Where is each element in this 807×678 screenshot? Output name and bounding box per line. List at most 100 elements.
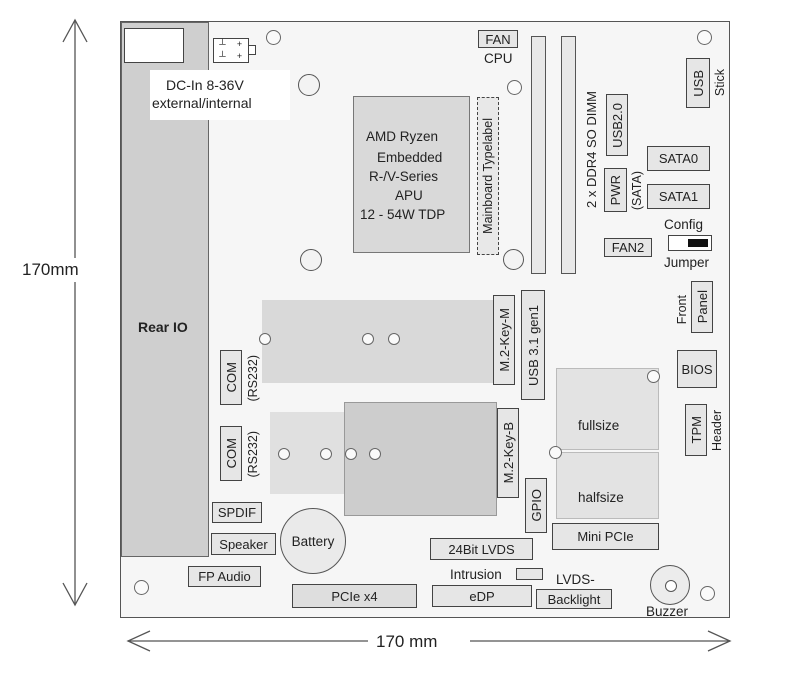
mounting-hole (388, 333, 400, 345)
mounting-hole (362, 333, 374, 345)
com2-text-box: (RS232) (243, 423, 263, 485)
battery-icon: Battery (280, 508, 346, 574)
ddr4-label: 2 x DDR4 SO DIMM (583, 91, 599, 209)
sata-power-sublabel: (SATA) (630, 171, 644, 211)
fp-audio-header: FP Audio (188, 566, 261, 587)
battery-label: Battery (291, 533, 335, 549)
tpm-label: TPM (688, 416, 704, 444)
com1-header: COM (220, 350, 242, 405)
power-pin-icon: ┴ (219, 50, 226, 61)
tpm-header: TPM (685, 404, 707, 456)
front-panel-header: Panel (691, 281, 713, 333)
dc-in-connector (124, 28, 184, 63)
power-pin-icon: ┴ (219, 39, 226, 49)
ddr4-label-box: 2 x DDR4 SO DIMM (580, 65, 602, 235)
jumper-cap-icon (688, 239, 708, 247)
apu-label-line5: 12 - 54W TDP (360, 207, 446, 222)
intrusion-label: Intrusion (450, 567, 502, 582)
front-panel-text-box: Front (673, 283, 691, 337)
com2-header: COM (220, 426, 242, 481)
mounting-hole (697, 30, 712, 45)
mainboard-typelabel: Mainboard Typelabel (477, 97, 499, 255)
mini-pcie-slot: Mini PCIe (552, 523, 659, 550)
config-jumper (668, 235, 712, 251)
com2-sublabel: (RS232) (246, 430, 260, 478)
front-panel-label: Front (675, 295, 689, 325)
width-dimension-label: 170 mm (376, 632, 438, 651)
power-pin-icon: + (236, 39, 243, 49)
sata-power-text-box: (SATA) (628, 164, 646, 218)
edp-connector: eDP (432, 585, 532, 607)
height-dimension-label: 170mm (22, 258, 79, 282)
ddr4-slot (531, 36, 546, 274)
apu-label-line4: APU (395, 188, 423, 203)
intrusion-header (516, 568, 543, 580)
m2-key-b-label: M.2-Key-B (500, 422, 516, 484)
usb20-label: USB2.0 (609, 102, 625, 148)
dc-in-label-line2: external/internal (152, 95, 252, 111)
apu-label-line1: AMD Ryzen (366, 129, 439, 144)
buzzer-icon (650, 565, 690, 605)
mounting-hole (507, 80, 522, 95)
usb-stick-text-box: Stick (712, 58, 728, 108)
mounting-hole (298, 74, 320, 96)
usb-stick-connector-label: USB (690, 69, 706, 97)
tpm-header-sublabel: Header (710, 409, 724, 451)
cpu-fan-header: FAN (478, 30, 518, 48)
bios-chip: BIOS (677, 350, 717, 388)
mounting-hole (647, 370, 660, 383)
mounting-hole (266, 30, 281, 45)
apu-label-line3: R-/V-Series (369, 169, 439, 184)
sata1-port: SATA1 (647, 184, 710, 209)
sata-power-connector: PWR (604, 168, 627, 212)
mounting-hole (503, 249, 524, 270)
tpm-header-text-box: Header (708, 400, 726, 460)
com1-text-box: (RS232) (243, 347, 263, 409)
atx-power-connector: ┴ + ┴ + (213, 38, 249, 63)
mounting-hole (320, 448, 332, 460)
fullsize-label: fullsize (578, 418, 620, 433)
usb-stick-label: Stick (713, 69, 727, 97)
mounting-hole (345, 448, 357, 460)
com2-label: COM (223, 438, 239, 469)
power-pin-icon: + (236, 50, 243, 61)
dc-in-label-line1: DC-In 8-36V (166, 77, 244, 93)
buzzer-label: Buzzer (646, 604, 689, 619)
m2-key-b-connector: M.2-Key-B (497, 408, 519, 498)
mounting-hole (278, 448, 290, 460)
atx-power-tab (248, 45, 256, 55)
lvds-backlight-header: Backlight (536, 589, 612, 609)
mounting-hole (134, 580, 149, 595)
apu-chip (353, 96, 470, 253)
gpio-header: GPIO (525, 478, 547, 533)
mounting-hole (700, 586, 715, 601)
halfsize-label: halfsize (578, 490, 624, 505)
apu-label-line2: Embedded (377, 150, 443, 165)
mounting-hole (369, 448, 381, 460)
usb31-gen1-label: USB 3.1 gen1 (525, 304, 541, 386)
mounting-hole (300, 249, 322, 271)
cpu-fan-label: CPU (484, 51, 513, 66)
gpio-label: GPIO (528, 489, 544, 522)
sata-power-label: PWR (608, 174, 623, 206)
front-panel-header-label: Panel (694, 290, 710, 324)
ddr4-slot (561, 36, 576, 274)
mounting-hole (549, 446, 562, 459)
lvds-backlight-label: LVDS- (556, 572, 595, 587)
spdif-header: SPDIF (212, 502, 262, 523)
config-jumper-label-bottom: Jumper (664, 255, 710, 270)
com1-sublabel: (RS232) (246, 354, 260, 402)
com1-label: COM (223, 362, 239, 393)
mini-pcie-fullsize-area (556, 368, 659, 450)
dc-in-label-background (150, 70, 290, 120)
m2-key-m-connector: M.2-Key-M (493, 295, 515, 385)
usb-stick-connector: USB (686, 58, 710, 108)
pcie-x4-slot: PCIe x4 (292, 584, 417, 608)
m2-key-m-label: M.2-Key-M (496, 308, 512, 372)
m2-key-b-slot (344, 402, 497, 516)
sata0-port: SATA0 (647, 146, 710, 171)
m2-key-m-slot (262, 300, 493, 383)
mainboard-typelabel-text: Mainboard Typelabel (481, 118, 495, 234)
rear-io-label: Rear IO (138, 319, 188, 335)
